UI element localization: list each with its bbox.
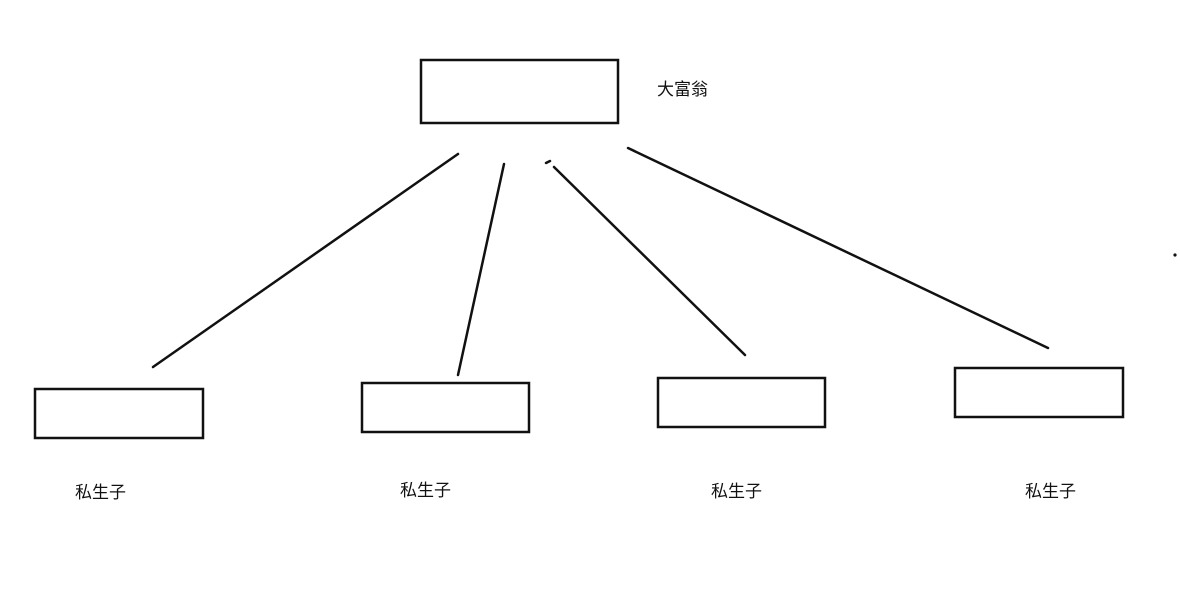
edge-root-to-child-4: [626, 146, 1050, 350]
edge-root-to-child-1: [151, 152, 460, 369]
child-node-box-3: [656, 376, 827, 429]
child-node-label-1: 私生子: [75, 483, 126, 503]
edge-root-to-child-2: [456, 162, 506, 377]
edge-root-to-child-3-stub: [544, 159, 552, 165]
edge-root-to-child-3: [552, 165, 747, 357]
stray-dot: [1173, 253, 1177, 257]
child-node-label-4: 私生子: [1025, 482, 1076, 502]
child-node-box-1: [33, 387, 205, 440]
child-node-label-2: 私生子: [400, 481, 451, 501]
root-node-label: 大富翁: [657, 80, 708, 100]
child-node-box-2: [360, 381, 531, 434]
root-node-box: [419, 58, 620, 125]
child-node-box-4: [953, 366, 1125, 419]
child-node-label-3: 私生子: [711, 482, 762, 502]
